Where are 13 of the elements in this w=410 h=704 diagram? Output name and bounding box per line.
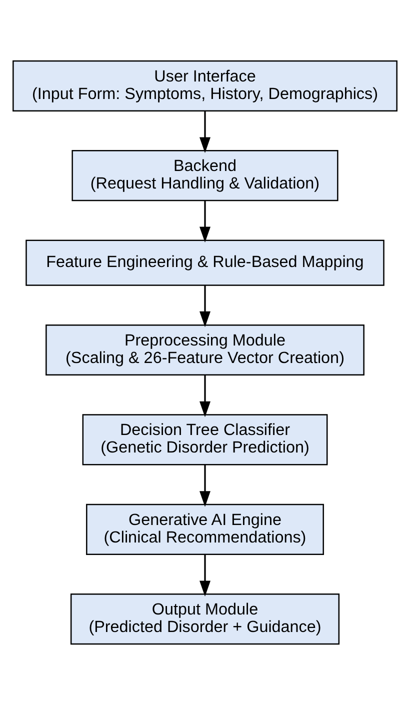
- arrow: [200, 284, 210, 327]
- node-box: Generative AI Engine (Clinical Recommendations): [86, 503, 324, 554]
- node-box: Feature Engineering & Rule-Based Mapping: [26, 239, 384, 286]
- node-box: Backend (Request Handling & Validation): [72, 150, 338, 201]
- arrow: [200, 554, 210, 596]
- node-box: Preprocessing Module (Scaling & 26-Feature Vector Creation): [46, 324, 364, 376]
- arrow: [200, 110, 210, 152]
- node-box: Output Module (Predicted Disorder + Guidance): [70, 593, 340, 644]
- arrow: [200, 374, 210, 417]
- arrow: [200, 200, 210, 242]
- arrow: [200, 464, 210, 506]
- node-box: Decision Tree Classifier (Genetic Disorder Prediction): [82, 414, 328, 465]
- node-box: User Interface (Input Form: Symptoms, History, Demographics): [12, 60, 398, 111]
